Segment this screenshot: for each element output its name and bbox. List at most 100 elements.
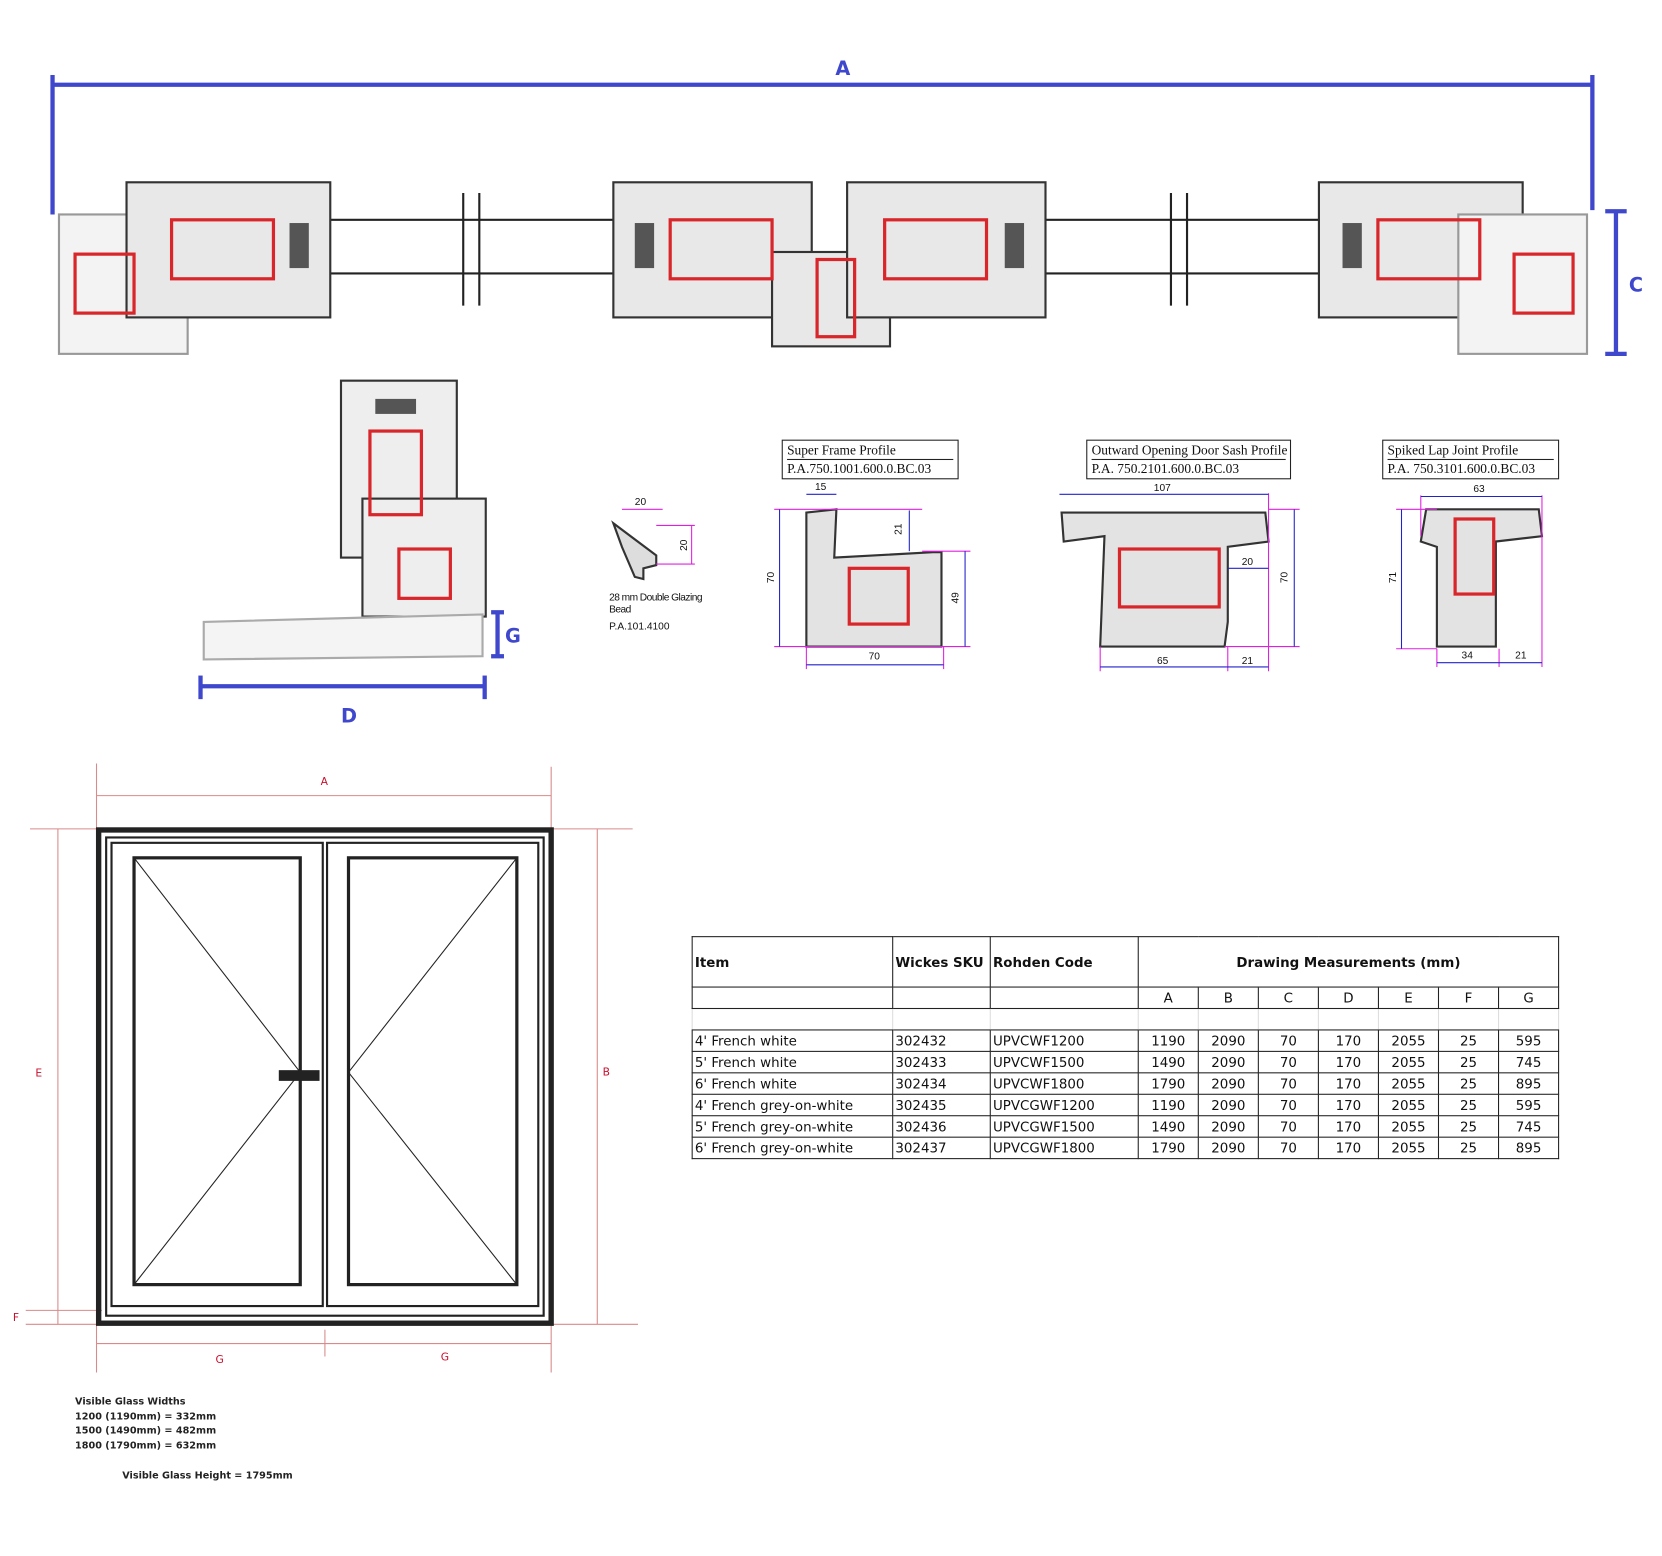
- dim: 71: [1387, 571, 1400, 584]
- label-c: C: [1628, 274, 1643, 298]
- measure-cell: 170: [1317, 1072, 1379, 1095]
- measure-cell: 70: [1257, 1050, 1319, 1074]
- measure-cell: 2055: [1377, 1093, 1440, 1117]
- gaskets-plan: [289, 223, 1362, 269]
- measure-cell: 2055: [1377, 1115, 1440, 1138]
- measure-cell: 70: [1257, 1029, 1319, 1052]
- label-d: D: [340, 705, 358, 729]
- dim: 15: [814, 481, 827, 494]
- measure-cell: 895: [1498, 1136, 1560, 1160]
- measure-cell: 70: [1257, 1115, 1319, 1138]
- sill-section: [202, 379, 487, 661]
- visible-glass-height: Visible Glass Height = 1795mm: [122, 1471, 293, 1482]
- item-cell: 4' French grey-on-white: [691, 1093, 894, 1117]
- measure-cell: 2090: [1197, 1136, 1259, 1160]
- measure-cell: 2090: [1197, 1115, 1259, 1138]
- dim: 70: [868, 650, 880, 663]
- glass-lines: [321, 193, 1336, 306]
- measure-col-f: F: [1437, 986, 1500, 1010]
- measure-cell: 2090: [1197, 1072, 1259, 1095]
- sku-cell: 302436: [892, 1115, 991, 1138]
- measure-cell: 25: [1437, 1050, 1500, 1074]
- dim: 107: [1153, 482, 1171, 495]
- dimension-a-line: [50, 75, 1595, 215]
- measure-cell: 70: [1257, 1072, 1319, 1095]
- measure-cell: 1490: [1137, 1115, 1199, 1138]
- measure-cell: 895: [1498, 1072, 1560, 1095]
- sku-cell: 302437: [892, 1136, 991, 1160]
- dim: 70: [765, 571, 778, 584]
- item-cell: 5' French white: [691, 1050, 894, 1074]
- measure-cell: 25: [1437, 1029, 1500, 1052]
- sku-cell: 302435: [892, 1093, 991, 1117]
- measure-cell: 2090: [1197, 1093, 1259, 1117]
- measure-cell: 2055: [1377, 1050, 1440, 1074]
- header-sku: Wickes SKU: [892, 936, 991, 988]
- measure-cell: 25: [1437, 1136, 1500, 1160]
- header-measurements: Drawing Measurements (mm): [1137, 936, 1560, 988]
- code-cell: UPVCWF1500: [989, 1050, 1139, 1074]
- measure-cell: 25: [1437, 1093, 1500, 1117]
- measure-cell: 595: [1498, 1093, 1560, 1117]
- code-cell: UPVCGWF1800: [989, 1136, 1139, 1160]
- steel-reinforcements-plan: [73, 218, 1575, 339]
- label-a: A: [835, 57, 851, 81]
- measure-cell: 170: [1317, 1136, 1379, 1160]
- dim: 21: [1241, 655, 1254, 667]
- header-item: Item: [691, 936, 894, 988]
- frame-profiles-plan: [57, 181, 1589, 355]
- measure-cell: 170: [1317, 1050, 1379, 1074]
- measure-cell: 1490: [1137, 1050, 1199, 1074]
- measure-cell: 70: [1257, 1093, 1319, 1117]
- measure-cell: 745: [1498, 1115, 1560, 1138]
- measure-cell: 170: [1317, 1115, 1379, 1138]
- item-cell: 6' French white: [691, 1072, 894, 1095]
- measure-col-d: D: [1317, 986, 1379, 1010]
- measure-cell: 2090: [1197, 1050, 1259, 1074]
- measure-cell: 1190: [1137, 1093, 1199, 1117]
- bead-code: P.A.101.4100: [609, 620, 670, 633]
- elev-label-g-left: G: [215, 1354, 224, 1367]
- measure-cell: 2055: [1377, 1072, 1440, 1095]
- item-cell: 5' French grey-on-white: [691, 1115, 894, 1138]
- sku-cell: 302433: [892, 1050, 991, 1074]
- dim: 20: [1241, 556, 1254, 569]
- dim: 65: [1157, 655, 1169, 667]
- sku-cell: 302432: [892, 1029, 991, 1052]
- measure-cell: 745: [1498, 1050, 1560, 1074]
- code-cell: UPVCGWF1500: [989, 1115, 1139, 1138]
- dim: 34: [1461, 649, 1473, 662]
- code-cell: UPVCGWF1200: [989, 1093, 1139, 1117]
- table-header-row: Item Wickes SKU Rohden Code Drawing Meas…: [691, 936, 1560, 988]
- elev-label-b: B: [602, 1066, 611, 1079]
- elevation-dim-lines: [25, 763, 639, 1373]
- dim: 63: [1473, 483, 1485, 496]
- dim: 21: [892, 523, 905, 535]
- measure-cell: 170: [1317, 1029, 1379, 1052]
- measure-cell: 25: [1437, 1115, 1500, 1138]
- dimension-d-line: [198, 675, 487, 700]
- lap-joint-profile-drawing: [1419, 508, 1544, 648]
- dimension-c-line: [1605, 209, 1627, 357]
- measurements-table: Item Wickes SKU Rohden Code Drawing Meas…: [691, 936, 1560, 1160]
- measure-cell: 2055: [1377, 1136, 1440, 1160]
- measure-cell: 170: [1317, 1093, 1379, 1117]
- door-handle-icon: [278, 1070, 320, 1081]
- door-sash-profile-drawing: [1060, 511, 1270, 648]
- glazing-bead-drawing: [611, 520, 658, 581]
- measure-cell: 2090: [1197, 1029, 1259, 1052]
- measure-cell: 1790: [1137, 1072, 1199, 1095]
- measure-cell: 70: [1257, 1136, 1319, 1160]
- dim: 70: [1279, 571, 1291, 584]
- visible-glass-widths: Visible Glass Widths 1200 (1190mm) = 332…: [75, 1397, 217, 1452]
- french-door-elevation: [95, 827, 554, 1326]
- bead-dim-w: 20: [634, 496, 647, 509]
